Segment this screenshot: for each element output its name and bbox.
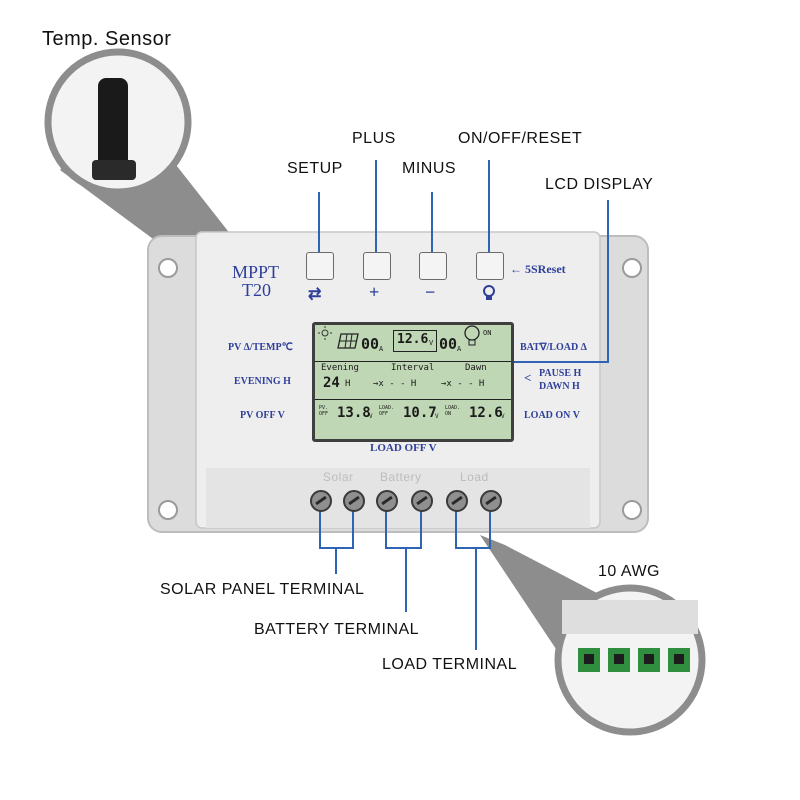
dawn-value: →x - - H [441,379,485,389]
battery-icon [393,330,437,352]
load-on-unit: V [501,413,505,420]
evening-unit: H [345,379,351,389]
leader-lines [318,160,609,650]
battery-terminal-label: Battery [380,470,422,484]
setup-arrows-icon: ⇄ [308,286,322,303]
pause-label: PAUSE H [539,368,582,379]
sun-icon [318,326,332,340]
plus-button[interactable] [363,252,391,280]
sensor-plug-base [92,160,136,180]
battery-voltage-value: 12.6 [397,332,429,347]
onoff-reset-button[interactable] [476,252,504,280]
pv-off-lcd-label: PV. OFF [319,405,329,417]
lcd-on-indicator: ON [483,329,492,337]
battery-terminal-callout: BATTERY TERMINAL [254,621,420,638]
load-on-lcd-label: LOAD. ON [445,405,461,417]
mount-hole-bottom-left [158,500,178,520]
temp-sensor-callout: Temp. Sensor [42,28,172,50]
pv-off-label: PV OFF V [240,410,285,421]
solar-panel-icon [337,333,359,349]
minus-button[interactable] [419,252,447,280]
pv-current-unit: A [379,345,384,353]
load-terminal-label: Load [460,470,489,484]
dawn-label: DAWN H [539,381,580,392]
load-off-label: LOAD OFF V [370,442,437,454]
load-on-value: 12.6 [469,405,503,421]
mount-hole-bottom-right [622,500,642,520]
pause-dawn-bracket-icon: < [524,370,532,385]
mount-hole-top-right [622,258,642,278]
load-off-lcd-label: LOAD. OFF [379,405,395,417]
setup-button[interactable] [306,252,334,280]
load-terminal-positive[interactable] [446,490,468,512]
pv-temp-label: PV Δ/TEMP℃ [228,342,293,353]
solar-terminal-positive[interactable] [310,490,332,512]
awg-callout: 10 AWG [598,563,660,580]
battery-voltage-unit: V [429,339,434,347]
minus-icon: − [425,282,436,302]
setup-callout: SETUP [287,160,343,177]
lcd-header-interval: Interval [391,363,435,373]
mount-hole-top-left [158,258,178,278]
load-off-value: 10.7 [403,405,437,421]
load-off-unit: V [435,413,439,420]
plus-callout: PLUS [352,130,396,147]
bulb-icon [483,285,495,300]
solar-terminal-label: Solar [323,470,354,484]
sensor-plug-icon [98,78,128,173]
load-terminal-negative[interactable] [480,490,502,512]
evening-label: EVENING H [234,376,291,387]
evening-value: 24 [323,375,340,391]
terminal-strip [206,468,590,528]
load-on-label: LOAD ON V [524,410,580,421]
pv-current-value: 00 [361,335,380,353]
model-line-1: MPPT [232,262,280,282]
battery-terminal-positive[interactable] [376,490,398,512]
reset-hint: ← 5SReset [510,262,566,276]
battery-terminal-negative[interactable] [411,490,433,512]
pv-off-value: 13.8 [337,405,371,421]
minus-callout: MINUS [402,160,457,177]
lcd-display-callout: LCD DISPLAY [545,176,654,193]
lcd-divider-2 [315,399,511,400]
lcd-divider-1 [315,361,511,362]
lcd-header-evening: Evening [321,363,359,373]
bat-load-label: BAT∇/LOAD Δ [520,342,587,353]
plus-icon: + [369,282,380,302]
model-line-2: T20 [242,280,271,300]
lcd-display: 00 A 12.6 V 00 A ON Evening Interval Daw… [312,322,514,442]
load-terminal-callout: LOAD TERMINAL [382,656,518,673]
lcd-header-dawn: Dawn [465,363,487,373]
lcd-bulb-icon [464,325,480,346]
load-current-unit: A [457,345,462,353]
pv-off-unit: V [369,413,373,420]
onoff-reset-callout: ON/OFF/RESET [458,130,583,147]
solar-terminal-callout: SOLAR PANEL TERMINAL [160,581,365,598]
awg-strip [562,600,698,634]
load-current-value: 00 [439,335,458,353]
solar-terminal-negative[interactable] [343,490,365,512]
interval-value: →x - - H [373,379,417,389]
